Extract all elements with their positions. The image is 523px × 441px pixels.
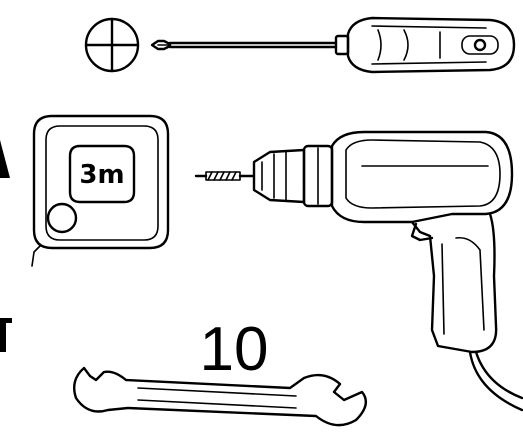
edge-fragment-top — [0, 140, 10, 178]
wrench-icon — [73, 366, 368, 427]
tape-measure-icon: 3m — [31, 114, 170, 267]
drill-icon — [252, 130, 523, 412]
wrench-size-label: 10 — [200, 315, 269, 384]
drill-bit-icon — [194, 171, 256, 181]
screwdriver-icon — [150, 16, 516, 74]
tape-length-label: 3m — [79, 160, 124, 190]
edge-fragment-bottom — [0, 318, 12, 352]
phillips-screw-head-icon — [84, 17, 140, 73]
